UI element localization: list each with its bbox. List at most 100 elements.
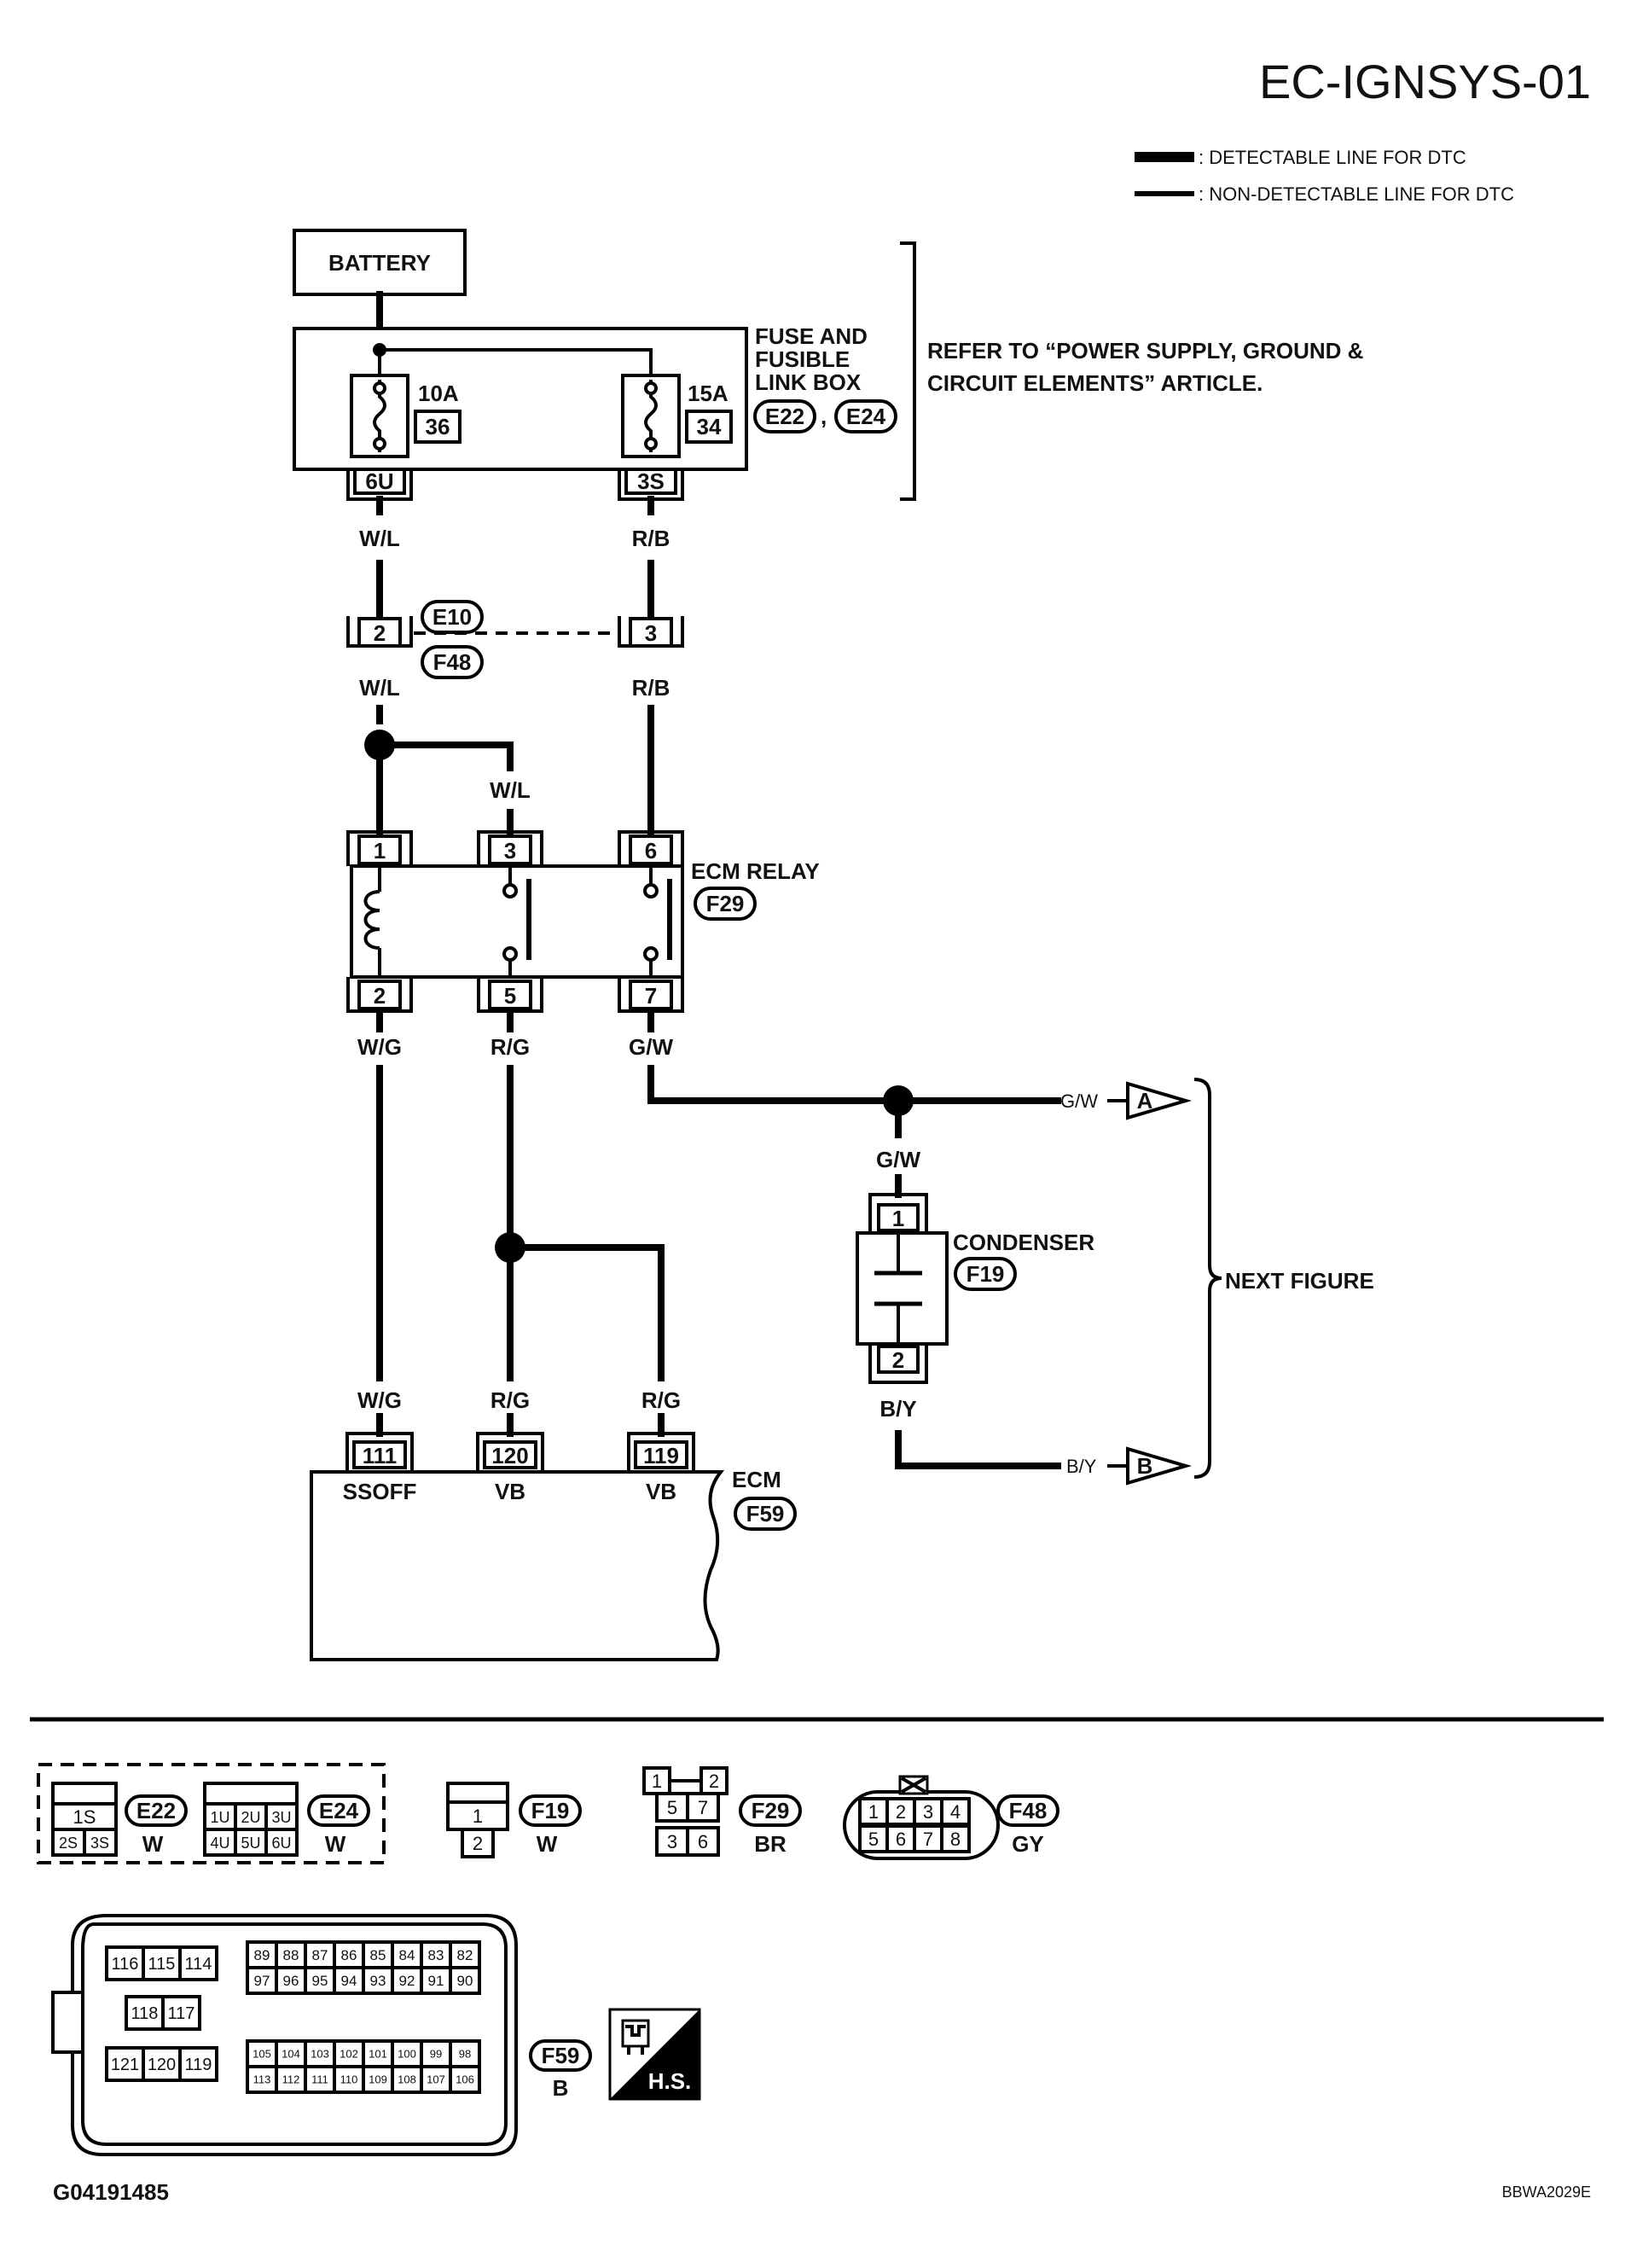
f59-pin-108: 108 [398,2073,416,2086]
wire-label-rg-2: R/G [491,1387,530,1413]
fuse-bus [380,348,653,375]
f59-pin-109: 109 [369,2073,387,2086]
fuse-box-title-1: FUSE AND [755,323,868,349]
svg-text:2: 2 [374,620,386,646]
svg-text:GY: GY [1012,1831,1044,1857]
f59-pin-105: 105 [253,2048,271,2061]
conn-e10-label: E10 [432,604,472,630]
f59-pin-94-cell [333,1966,365,1995]
wire-label-gw-1: G/W [629,1034,673,1060]
svg-text:W: W [142,1831,164,1857]
f59-pin-88: 88 [283,1947,299,1963]
svg-text:1: 1 [652,1771,662,1792]
condenser-pin-2: 2 [868,1344,928,1384]
wire-label-wl-2: W/L [359,675,400,701]
svg-text:E22: E22 [136,1798,176,1823]
svg-text:3: 3 [504,838,516,864]
legend: : DETECTABLE LINE FOR DTC : NON-DETECTAB… [1135,147,1514,205]
svg-text:5U: 5U [241,1835,260,1852]
wire-wl-branch [392,741,514,771]
f59-pin-107-cell [420,2065,452,2094]
conn-f59-oval [734,1497,797,1531]
f59-pin-82: 82 [457,1947,473,1963]
condenser-body [856,1231,949,1346]
capacitor-symbol [874,1233,922,1344]
f59-pin-116-cell [105,1945,145,1981]
svg-text:3S: 3S [637,468,665,494]
svg-text:2U: 2U [241,1809,260,1826]
wire-label-wg-2: W/G [357,1387,402,1413]
svg-text:3: 3 [667,1831,677,1852]
fuse1-element [373,380,386,452]
relay-pin-6: 6 [618,830,684,866]
wire-rg-branch [522,1244,665,1381]
wire-label-by-b: B/Y [1066,1456,1097,1477]
f59-pin-99: 99 [430,2048,442,2061]
f59-pin-110-cell [333,2065,365,2094]
f59-pin-102-cell [333,2039,365,2068]
terminal-3s: 3S [618,468,684,501]
harness-side-icon: H.S. [608,2008,701,2101]
svg-text:F19: F19 [531,1798,570,1823]
wire-label-rb-1: R/B [632,526,670,551]
svg-text:6: 6 [896,1829,906,1850]
wire-label-rg-1: R/G [491,1034,530,1060]
refer-bracket [900,241,916,501]
svg-text:2: 2 [374,983,386,1009]
f59-pin-117-cell [161,1995,201,2031]
arrow-b [1126,1446,1193,1486]
ecm-relay-title: ECM RELAY [691,858,820,884]
svg-text:7: 7 [698,1797,708,1818]
f59-pin-86: 86 [341,1947,357,1963]
f59-pin-120: 120 [148,2056,176,2074]
connector-f29: 1 2 5 7 3 6 F29 BR [642,1766,802,1857]
svg-text:6: 6 [698,1831,708,1852]
f59-pin-121: 121 [111,2056,139,2074]
conn-f48-oval [421,645,484,679]
svg-text:120: 120 [491,1443,528,1468]
fuse-box-title-3: LINK BOX [755,369,862,395]
wire-label-wl-3: W/L [490,777,531,803]
conn-f59-label: F59 [746,1501,785,1527]
connector-f48: 1 2 3 4 5 6 7 8 F48 GY [843,1775,1059,1860]
svg-text:1: 1 [473,1806,483,1827]
fuse-box-title-2: FUSIBLE [755,346,850,372]
ecm-pin-name-ssoff: SSOFF [343,1479,417,1504]
f59-pin-107: 107 [427,2073,445,2086]
relay-pin-3: 3 [477,830,543,866]
next-figure-brace [1193,1078,1222,1479]
conn-separator: , [821,404,827,429]
ecm-pin-120: 120 [476,1432,544,1472]
relay-pin-7: 7 [618,977,684,1013]
svg-text:7: 7 [645,983,657,1009]
wire-by [895,1430,1061,1469]
conn-f19-oval [954,1257,1017,1291]
f59-pin-112: 112 [282,2073,300,2086]
f59-pin-91-cell [420,1966,452,1995]
f59-pin-97: 97 [254,1973,270,1989]
f59-pin-83: 83 [428,1947,444,1963]
conn-e10-oval [421,600,484,634]
f59-pin-85: 85 [370,1947,386,1963]
svg-text:4U: 4U [210,1835,229,1852]
f59-pin-91: 91 [428,1973,444,1989]
f59-pin-119-cell [178,2046,218,2082]
f59-pin-96: 96 [283,1973,299,1989]
splice-gw [883,1085,914,1116]
conn-f29-oval [694,887,757,921]
svg-text:2S: 2S [59,1835,78,1852]
f59-pin-114-cell [178,1945,218,1981]
f59-pin-103: 103 [311,2048,329,2061]
page-code: EC-IGNSYS-01 [1259,55,1591,108]
svg-text:119: 119 [643,1443,679,1468]
svg-text:1: 1 [868,1801,879,1823]
conn-e24-label: E24 [846,404,886,429]
arrow-b-label: B [1137,1453,1153,1479]
relay-switch-3-5 [502,866,531,977]
splice-rg [495,1232,525,1263]
f59-pin-116: 116 [112,1955,139,1974]
f59-pin-118: 118 [131,2004,159,2023]
conn-f29-label: F29 [706,891,745,916]
